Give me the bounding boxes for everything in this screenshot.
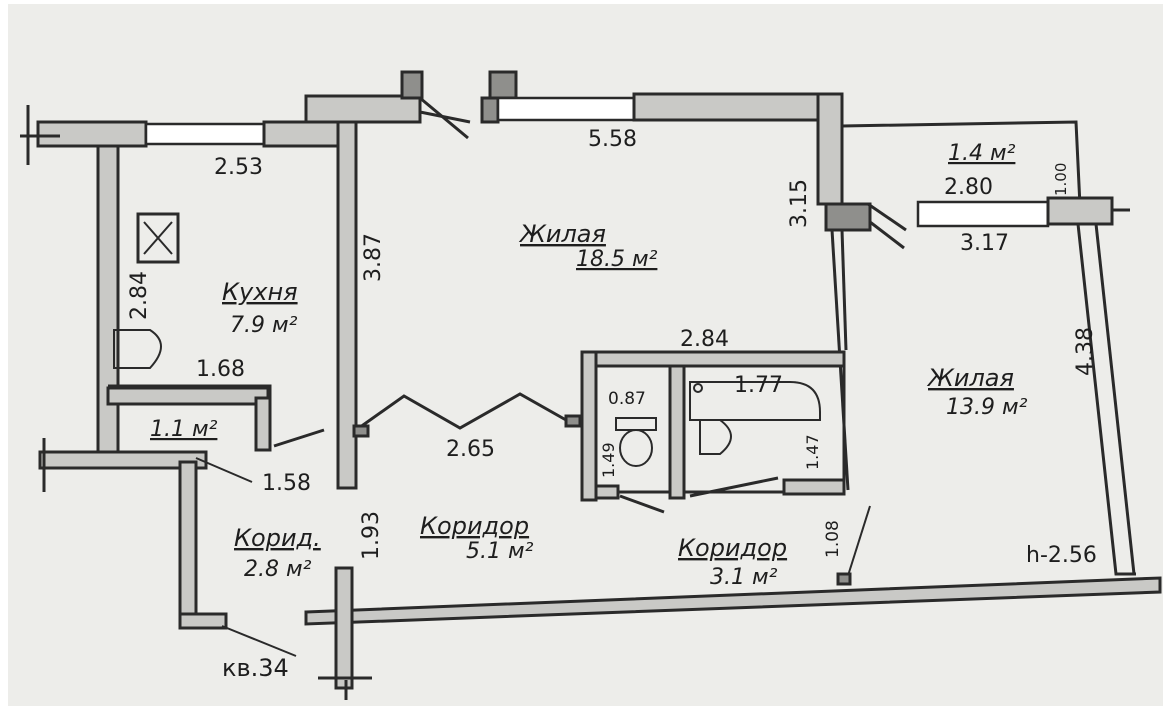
wall-top-living-right (632, 92, 842, 122)
wc-door (619, 494, 665, 514)
apartment-number: кв.34 (222, 654, 289, 682)
room-area-corridor-main: 5.1 м² (466, 539, 534, 564)
wall-corridor-left-bottom (178, 612, 228, 630)
bath-block-top-wall (580, 350, 846, 368)
wall-left-entry (38, 450, 208, 470)
pantry-wall-post (254, 396, 272, 452)
vent-shaft-right (488, 70, 518, 100)
dim-balcony-width: 2.80 (944, 175, 993, 200)
wall-entry-post (334, 566, 354, 690)
dim-corridor-span: 2.65 (446, 437, 495, 462)
room-name-corridor-main: Коридор (420, 512, 529, 540)
room-area-pantry: 1.1 м² (150, 417, 218, 442)
wall-bottom (304, 576, 1162, 626)
dim-bath-width: 1.77 (734, 373, 783, 398)
room-area-kitchen: 7.9 м² (230, 313, 298, 338)
dim-corridor-right-depth: 1.08 (823, 520, 843, 558)
dim-pantry-top: 1.68 (196, 357, 245, 382)
door-right-room-2 (869, 220, 905, 250)
bath-block-left-wall (580, 350, 598, 502)
pantry-wall-fill (106, 386, 270, 406)
wall-kitchen-partition (336, 120, 358, 490)
dim-leader-apt (221, 625, 297, 657)
stove-icon (136, 212, 180, 264)
wall-top-living-left (304, 94, 422, 124)
wall-post (480, 96, 500, 124)
kitchen-sink-icon (113, 329, 162, 369)
room-area-balcony: 1.4 м² (948, 141, 1016, 166)
balcony-outline (841, 120, 1082, 207)
room-area-corridor-left: 2.8 м² (244, 557, 312, 582)
bath-block-bottom-wall (782, 478, 846, 496)
wc-bottom-wall (594, 484, 620, 500)
dim-kitchen-left: 2.84 (127, 271, 152, 320)
drain-icon (693, 383, 703, 393)
dim-balcony-depth: 1.00 (1052, 163, 1070, 196)
stove-burner-line-2 (143, 221, 173, 255)
wall-living-right-upper (816, 92, 844, 206)
corridor-door-swing (355, 392, 567, 432)
dim-wc-depth: 1.49 (599, 442, 618, 478)
dim-wc-width: 0.87 (608, 389, 646, 409)
dim-leader-158 (195, 457, 253, 483)
post-marker (836, 572, 852, 586)
dim-right-room-top: 3.17 (960, 231, 1009, 256)
wall-kitchen-left (96, 144, 120, 454)
dim-pantry-bottom: 1.58 (262, 471, 311, 496)
wall-corridor-left (178, 460, 198, 630)
room-area-corridor-right: 3.1 м² (710, 565, 778, 590)
balcony-door-leaf-2 (419, 110, 471, 124)
room-area-living-big: 18.5 м² (576, 247, 658, 272)
room-name-living-right: Жилая (926, 364, 1014, 392)
vent-shaft-left (400, 70, 424, 100)
room-name-kitchen: Кухня (222, 278, 298, 306)
bath-block-mid-wall (668, 364, 686, 500)
kitchen-window (144, 122, 266, 146)
wall-right-outer (1076, 223, 1136, 576)
wall-living-right-lower-2 (840, 229, 848, 351)
dim-bath-block-top: 2.84 (680, 327, 729, 352)
dim-kitchen-top: 2.53 (214, 155, 263, 180)
dim-corridor-left-depth: 1.93 (359, 511, 384, 560)
door-right-room (867, 202, 907, 232)
ceiling-height: h-2.56 (1026, 543, 1097, 568)
toilet-tank-icon (615, 417, 657, 431)
wall-top-left (36, 120, 148, 148)
wall-right-outer-2 (1094, 223, 1136, 575)
dim-right-room-height: 4.38 (1073, 327, 1098, 376)
room-area-living-right: 13.9 м² (946, 395, 1028, 420)
dim-kitchen-partition: 3.87 (361, 233, 386, 282)
dim-leader-108 (845, 505, 871, 583)
door-jamb-right (564, 414, 582, 428)
pantry-door (273, 428, 325, 448)
bath-sink-icon (699, 419, 732, 455)
wall-stub-right (824, 202, 872, 232)
room-name-living-big: Жилая (518, 220, 606, 248)
bath-door (689, 476, 779, 498)
door-jamb-left (352, 424, 370, 438)
wall-top-kitchen (262, 120, 342, 148)
right-room-window (916, 200, 1050, 228)
dim-bath-depth: 1.47 (803, 434, 822, 470)
room-name-corridor-right: Коридор (678, 534, 787, 562)
room-name-corridor-left: Корид. (234, 524, 321, 552)
bathtub-icon (689, 381, 821, 421)
wall-right-room-top (1046, 196, 1114, 226)
dim-living-right: 3.15 (787, 179, 812, 228)
dim-living-top: 5.58 (588, 127, 637, 152)
living-window (496, 96, 636, 122)
